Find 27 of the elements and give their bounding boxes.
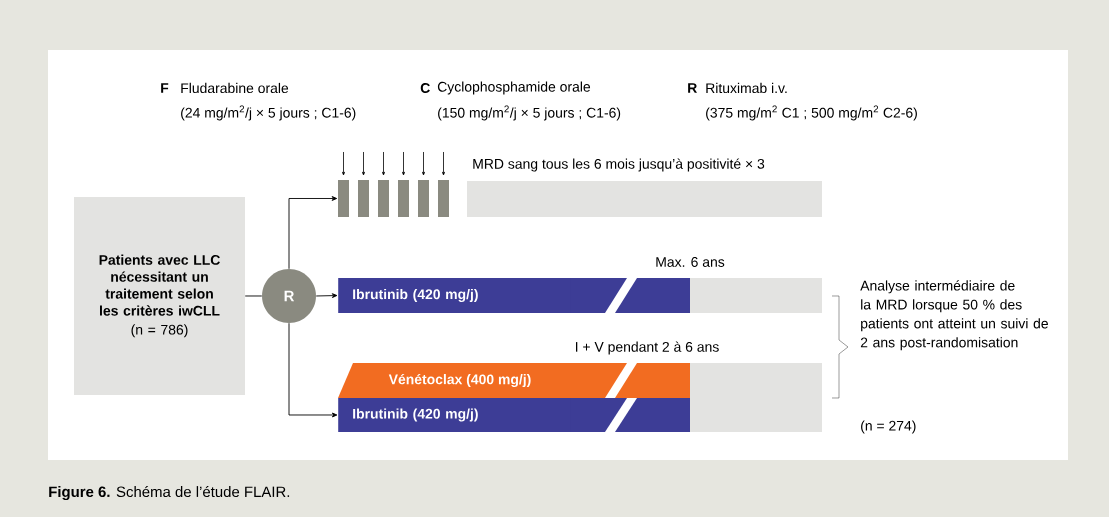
annotation: Fludarabine orale bbox=[181, 82, 289, 94]
annotation: Analyse intermédiaire de la MRD lorsque 50 % des patients ont atteint un suivi de 2 ans post-randomisation bbox=[860, 280, 1048, 351]
annotation: (n = 274) bbox=[861, 420, 916, 434]
follow-up-bar bbox=[467, 181, 822, 217]
follow-up-bar bbox=[690, 278, 822, 313]
annotation: Max. 6 ans bbox=[656, 257, 725, 267]
connector-line bbox=[244, 295, 263, 297]
annotation: (24 mg/m$^{2}$/j × 5 jours ; C1-6) bbox=[181, 105, 356, 121]
treatment-bar: Vénétoclax (400 mg/j) bbox=[338, 363, 690, 398]
annotation: (375 mg/m$^{2}$ C1 ; 500 mg/m$^{2}$ C2-6) bbox=[706, 105, 917, 121]
annotation: Rituximab i.v. bbox=[706, 82, 787, 94]
annotation: Cyclophosphamide orale bbox=[437, 81, 591, 95]
option-letter: R bbox=[688, 83, 697, 93]
dosing-bars bbox=[338, 180, 449, 217]
arrow bbox=[288, 322, 338, 418]
follow-up-bar bbox=[690, 363, 822, 432]
annotation: MRD sang tous les 6 mois jusqu’à positivité × 3 bbox=[473, 158, 765, 172]
arrow bbox=[315, 293, 338, 298]
option-letter: F bbox=[161, 83, 169, 93]
arrow bbox=[288, 196, 338, 270]
treatment-bar: Ibrutinib (420 mg/j) bbox=[338, 398, 690, 432]
figure-caption: Figure 6. Schéma de l’étude FLAIR. bbox=[49, 485, 290, 501]
option-letter: C bbox=[420, 83, 430, 93]
treatment-bar: Ibrutinib (420 mg/j) bbox=[338, 278, 690, 313]
annotation: I + V pendant 2 à 6 ans bbox=[575, 341, 719, 355]
annotation: (150 mg/m$^{2}$/j × 5 jours ; C1-6) bbox=[438, 105, 621, 121]
population-box: Patients avec LLC nécessitant un traitement selon les critères iwCLL (n = 786) bbox=[74, 197, 245, 395]
